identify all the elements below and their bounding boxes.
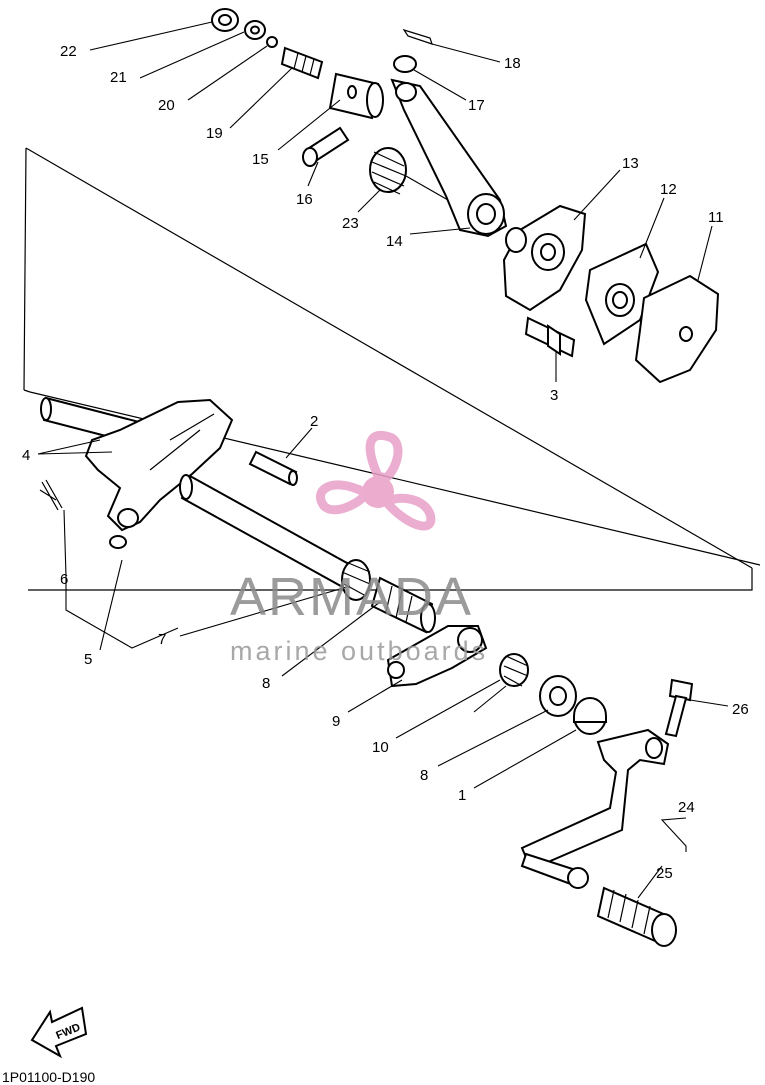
- callout-21: 21: [110, 69, 127, 86]
- callout-8-lower: 8: [420, 767, 428, 784]
- bolt-3: [524, 316, 576, 358]
- callout-5: 5: [84, 651, 92, 668]
- callout-22: 22: [60, 43, 77, 60]
- callout-16: 16: [296, 191, 313, 208]
- drawing-code: 1P01100-D190: [2, 1069, 95, 1085]
- callout-26: 26: [732, 701, 749, 718]
- callout-6: 6: [60, 571, 68, 588]
- shift-fork-4: [84, 398, 234, 549]
- callout-4: 4: [22, 447, 30, 464]
- shift-arm-14: [390, 78, 508, 238]
- logo-blade-bottom: [381, 493, 436, 531]
- circlip-20: [266, 36, 278, 48]
- watermark: ARMADA marine outboards: [230, 430, 488, 666]
- shift-pedal-24: [520, 728, 670, 889]
- callout-10: 10: [372, 739, 389, 756]
- washer-8-lower: [539, 675, 577, 717]
- spring-6: [39, 479, 63, 511]
- plate-12: [584, 242, 660, 346]
- callout-8-upper: 8: [262, 675, 270, 692]
- callout-3: 3: [550, 387, 558, 404]
- callout-13: 13: [622, 155, 639, 172]
- spring-23: [369, 147, 449, 201]
- callout-9: 9: [332, 713, 340, 730]
- bushing-1: [573, 697, 607, 735]
- washer-17: [393, 55, 417, 73]
- callout-25: 25: [656, 865, 673, 882]
- splined-shaft: [370, 576, 436, 634]
- logo-blade-top: [365, 430, 403, 483]
- watermark-tagline: marine outboards: [230, 636, 488, 666]
- fwd-arrow: FWD: [30, 1006, 88, 1059]
- callout-23: 23: [342, 215, 359, 232]
- logo-hub: [362, 476, 394, 508]
- collar-15: [328, 72, 384, 120]
- callout-18: 18: [504, 55, 521, 72]
- washer-21: [244, 20, 266, 40]
- callouts: 22 21 20 19 15 16 23 14 18 17 13 12 11 3…: [22, 43, 749, 882]
- cover-plate-11: [634, 274, 720, 384]
- callout-14: 14: [386, 233, 403, 250]
- pin-16: [302, 126, 350, 167]
- cotter-pin-18: [402, 28, 433, 45]
- callout-24: 24: [678, 799, 695, 816]
- callout-7: 7: [158, 631, 166, 648]
- callout-20: 20: [158, 97, 175, 114]
- callout-17: 17: [468, 97, 485, 114]
- spring-collar-8-upper: [341, 559, 371, 601]
- lever-9: [386, 625, 488, 688]
- watermark-brand: ARMADA: [230, 567, 473, 627]
- callout-1: 1: [458, 787, 466, 804]
- logo-blade-left: [316, 480, 369, 515]
- callout-12: 12: [660, 181, 677, 198]
- callout-19: 19: [206, 125, 223, 142]
- bolt-26: [664, 678, 694, 738]
- bolt-19: [280, 46, 324, 80]
- collar-2: [248, 450, 298, 486]
- callout-2: 2: [310, 413, 318, 430]
- pedal-rubber-25: [596, 886, 677, 947]
- callout-15: 15: [252, 151, 269, 168]
- leader-lines: [37, 21, 729, 899]
- stopper-plate-13: [502, 204, 587, 312]
- callout-11: 11: [708, 209, 724, 226]
- spring-10: [473, 653, 529, 713]
- propeller-logo: [316, 430, 436, 531]
- nut-22: [211, 8, 239, 32]
